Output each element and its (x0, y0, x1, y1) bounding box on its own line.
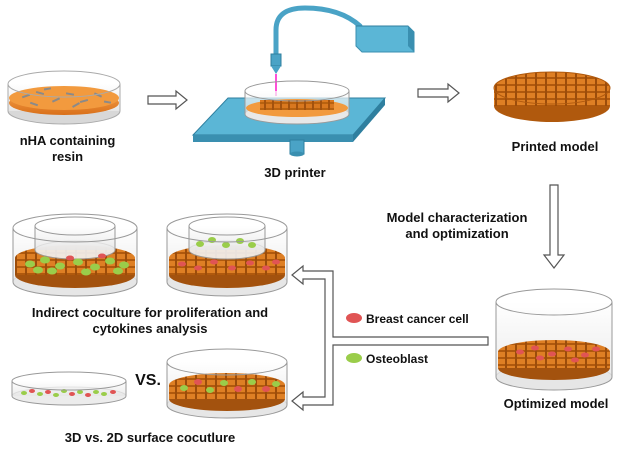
optimized-model-dish (495, 288, 613, 391)
printer-box (355, 25, 415, 53)
arrow-printed-to-optimized (542, 184, 566, 269)
arrow-optimized-to-coculture (291, 264, 489, 412)
2d-cells (21, 389, 116, 397)
printer-dish (244, 80, 350, 125)
cancer-cells-dish-2 (178, 259, 280, 271)
arrow-printer-to-printed (417, 82, 460, 104)
surface-coculture-label: 3D vs. 2D surface cocutlure (64, 430, 236, 445)
cancer-cells-optimized (516, 345, 600, 363)
characterization-line-1: Model characterization (386, 210, 528, 225)
characterization-label: Model characterization and optimization (372, 210, 542, 242)
2d-surface-dish (11, 371, 127, 406)
printed-model-label: Printed model (511, 139, 599, 154)
legend-cancer-label: Breast cancer cell (366, 312, 469, 326)
resin-label-line-1: nHA containing (19, 133, 116, 148)
resin-label-line-2: resin (51, 149, 84, 164)
3d-surface-dish (166, 348, 288, 419)
arrows (147, 82, 566, 412)
indirect-line-1: Indirect coculture for proliferation and (31, 305, 269, 320)
indirect-coculture-dish-2 (166, 213, 288, 297)
indirect-coculture-dish-1 (12, 213, 138, 297)
resin-dish (7, 70, 121, 125)
optimized-model-label: Optimized model (503, 396, 609, 411)
characterization-line-2: and optimization (405, 226, 509, 241)
printer-label: 3D printer (264, 165, 326, 180)
indirect-coculture-label: Indirect coculture for proliferation and… (5, 305, 295, 337)
cancer-cells-dish-1 (66, 253, 106, 261)
vs-label: VS. (135, 372, 161, 389)
nha-particles (21, 87, 112, 108)
3d-cells (180, 379, 280, 393)
legend-cancer-icon (346, 313, 362, 323)
legend-osteoblast-label: Osteoblast (366, 352, 429, 366)
printed-model (493, 71, 611, 122)
osteoblasts-insert-dish-2 (196, 237, 256, 248)
3d-printer (191, 5, 415, 157)
osteoblasts-dish-1 (25, 256, 129, 276)
indirect-line-2: cytokines analysis (92, 321, 208, 336)
legend-osteoblast-icon (346, 353, 362, 363)
resin-label: nHA containing resin (0, 133, 135, 165)
arrow-resin-to-printer (147, 89, 188, 111)
legend (346, 313, 362, 363)
